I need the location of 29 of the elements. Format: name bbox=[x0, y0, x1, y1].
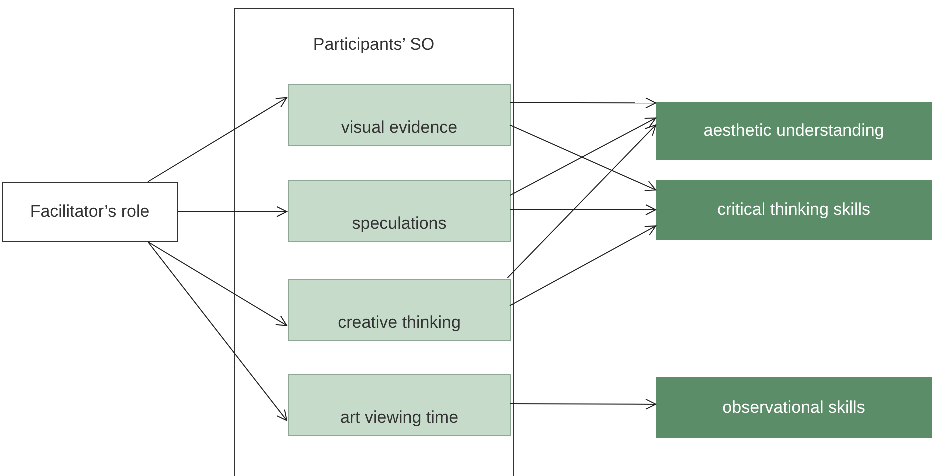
arrow bbox=[148, 242, 288, 422]
arrow bbox=[510, 226, 656, 306]
node-label: critical thinking skills bbox=[717, 200, 871, 220]
arrow bbox=[148, 97, 288, 182]
node-label: art viewing time bbox=[340, 408, 459, 428]
arrow bbox=[178, 206, 288, 218]
node-label: creative thinking bbox=[338, 313, 461, 333]
outcome-box bbox=[656, 180, 932, 240]
group-title: Participants’ SO bbox=[313, 35, 435, 55]
arrow bbox=[148, 242, 288, 326]
outcome-box bbox=[656, 102, 932, 160]
arrow bbox=[510, 118, 656, 196]
group-container bbox=[234, 8, 514, 476]
node-label: visual evidence bbox=[341, 118, 458, 138]
node-label: speculations bbox=[352, 214, 447, 234]
arrow bbox=[507, 124, 656, 278]
arrow bbox=[510, 398, 656, 410]
arrow bbox=[510, 204, 656, 216]
factor-box bbox=[288, 180, 511, 242]
outcome-box bbox=[656, 377, 932, 438]
factor-box bbox=[288, 374, 511, 436]
arrow bbox=[510, 124, 656, 192]
node-label: Facilitator’s role bbox=[30, 202, 150, 222]
node-label: observational skills bbox=[722, 398, 866, 418]
factor-box bbox=[288, 84, 511, 146]
role-box bbox=[2, 182, 178, 242]
node-label: aesthetic understanding bbox=[704, 121, 884, 141]
arrow bbox=[510, 98, 656, 109]
factor-box bbox=[288, 279, 511, 341]
